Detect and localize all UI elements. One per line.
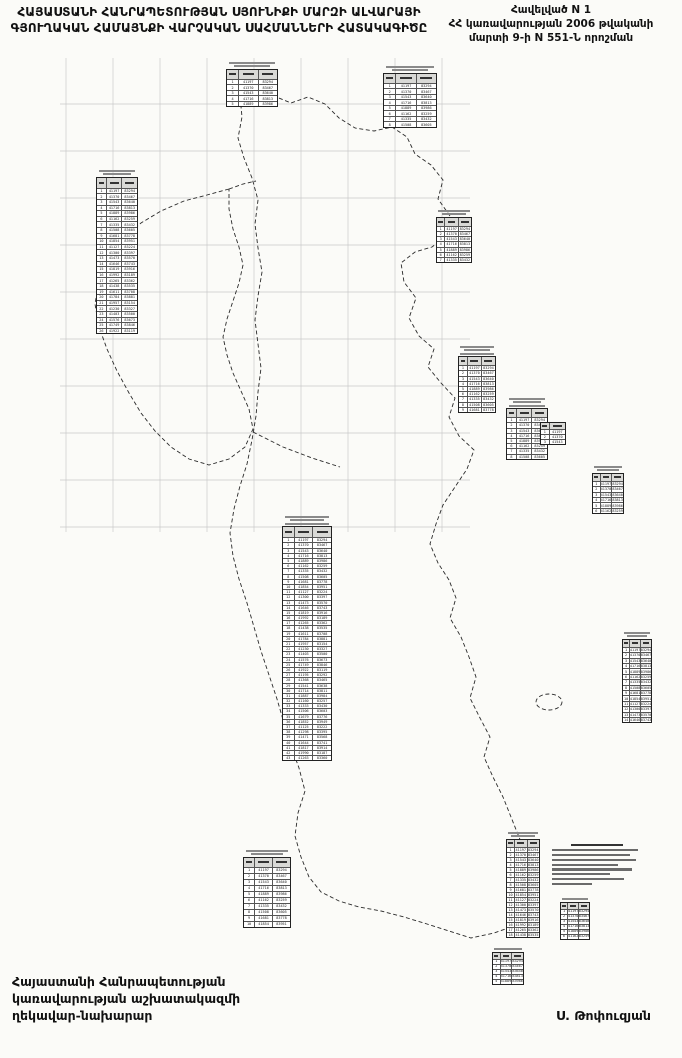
legend-text-line — [552, 858, 636, 861]
signature-block: Հայաստանի Հանրապետության կառավարության ա… — [12, 974, 240, 1025]
legend-text-line — [552, 877, 624, 881]
coord-table-bottom-small-2-caption — [492, 948, 524, 950]
coord-table-east-1-caption — [436, 210, 472, 216]
legend-text-line — [571, 844, 623, 847]
boundary-lobe-connector — [228, 180, 257, 190]
coord-table-top-center-caption — [226, 62, 278, 68]
coord-table-bottom-right-tall-caption — [506, 832, 540, 838]
signature-line2: կառավարության աշխատակազմի — [12, 990, 241, 1006]
boundary-west-lobe — [94, 188, 254, 466]
annex-line2: ՀՀ կառավարության 2006 թվականի — [448, 17, 654, 30]
page-title: ՀԱՅԱՍՏԱՆԻ ՀԱՆՐԱՊԵՏՈՒԹՅԱՆ ՍՅՈՒՆԻՔԻ ՄԱՐԶԻ … — [6, 5, 432, 36]
signature-line3: ղեկավար-նախարար — [12, 1007, 153, 1023]
annex-line3: մարտի 9-ի N 551-Ն որոշման — [468, 31, 634, 44]
coord-table-bottom-right-small-caption — [560, 898, 590, 900]
legend-text-line — [552, 849, 638, 852]
signature-line1: Հայաստանի Հանրապետության — [12, 974, 226, 989]
boundary-neck — [252, 431, 341, 468]
page-title-line2: ԳՅՈՒՂԱԿԱՆ ՀԱՄԱՅՆՔԻ ՎԱՐՉԱԿԱՆ ՍԱՀՄԱՆՆԵՐԻ Հ… — [10, 20, 428, 35]
annex-line1: Հավելված N 1 — [510, 4, 592, 16]
coord-table-center-large-caption — [282, 516, 332, 525]
page-title-line1: ՀԱՅԱՍՏԱՆԻ ՀԱՆՐԱՊԵՏՈՒԹՅԱՆ ՍՅՈՒՆԻՔԻ ՄԱՐԶԻ … — [17, 5, 421, 19]
legend-text-line — [552, 882, 592, 885]
legend-text-line — [552, 853, 630, 857]
coord-table-top-right-caption — [383, 66, 437, 72]
legend-text-line — [552, 873, 610, 876]
boundary-enclave — [535, 693, 563, 711]
coord-table-west-caption — [96, 170, 138, 176]
coord-table-east-5-caption — [622, 632, 652, 638]
conventional-signs-block — [552, 844, 642, 887]
signer-name: Ս. Թոփուզյան — [556, 1008, 651, 1023]
coord-table-east-3-caption — [506, 398, 548, 407]
coord-table-bottom-center-caption — [243, 850, 291, 856]
coord-table-east-2-caption — [458, 346, 496, 355]
legend-text-line — [552, 863, 618, 866]
coord-table-east-4-caption — [592, 466, 624, 472]
legend-text-line — [552, 868, 632, 871]
annex-reference: Հավելված N 1 ՀՀ կառավարության 2006 թվակա… — [424, 4, 678, 46]
